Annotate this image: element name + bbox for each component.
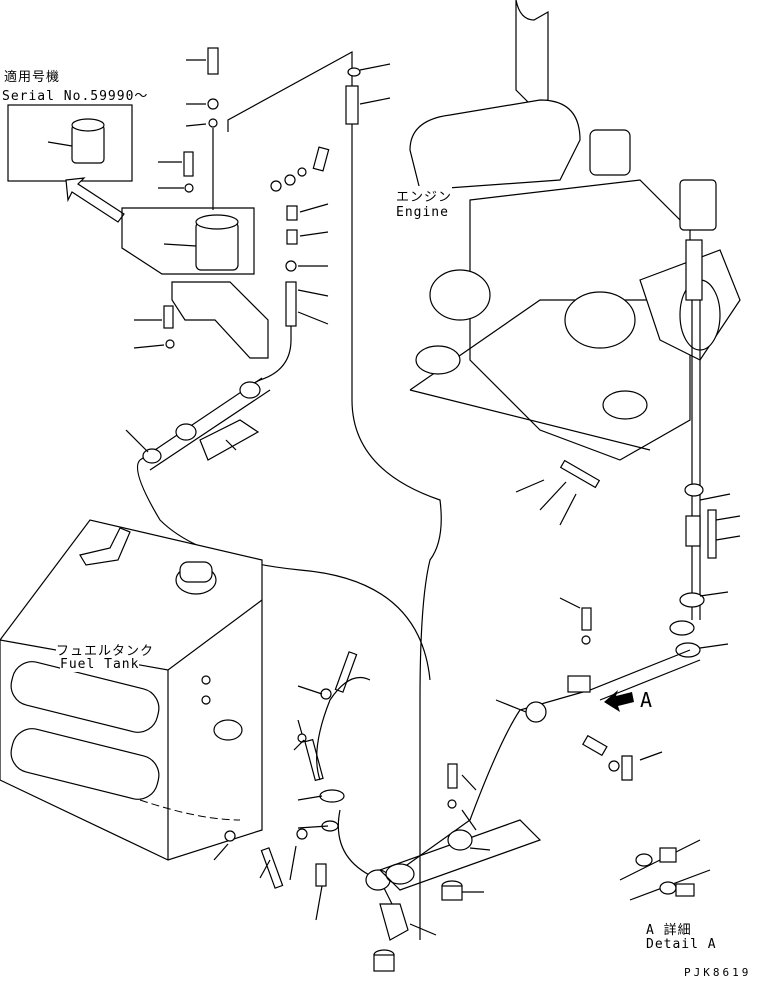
engine-drawing xyxy=(409,0,741,620)
detail-a-label-en: Detail A xyxy=(646,937,717,952)
hose-parts-lower xyxy=(139,651,542,972)
detail-a-drawing xyxy=(619,839,711,901)
filter-bracket xyxy=(171,281,269,359)
leader-lines xyxy=(125,63,741,936)
bolts-washers-left xyxy=(133,47,219,349)
drawing-number: PJK8619 xyxy=(684,966,752,979)
fuel-tank-label-en: Fuel Tank xyxy=(60,657,140,672)
hose-parts-right xyxy=(399,459,717,871)
fuel-hose-top xyxy=(227,50,442,940)
engine-label-en: Engine xyxy=(396,205,449,220)
fuel-tank-label-jp: フュエルタンク xyxy=(56,640,155,659)
filter-inset-icon xyxy=(47,118,105,164)
detail-a-label-jp: A 詳細 xyxy=(646,923,692,938)
fuel-tank-drawing xyxy=(0,519,263,861)
engine-label-jp: エンジン xyxy=(396,186,453,205)
view-arrow-label: A xyxy=(640,688,654,712)
serial-note-title: 適用号機 xyxy=(4,70,61,85)
hose-clamps-left xyxy=(136,377,431,681)
fuel-filter-box xyxy=(121,207,255,275)
fuel-filter-icon xyxy=(163,214,239,271)
serial-inset-box xyxy=(7,104,133,182)
hollow-arrow-icon xyxy=(65,177,125,223)
view-arrow-icon xyxy=(604,690,634,712)
serial-note-number: Serial No.59990～ xyxy=(2,89,149,104)
hose-fittings-middle xyxy=(239,67,361,391)
